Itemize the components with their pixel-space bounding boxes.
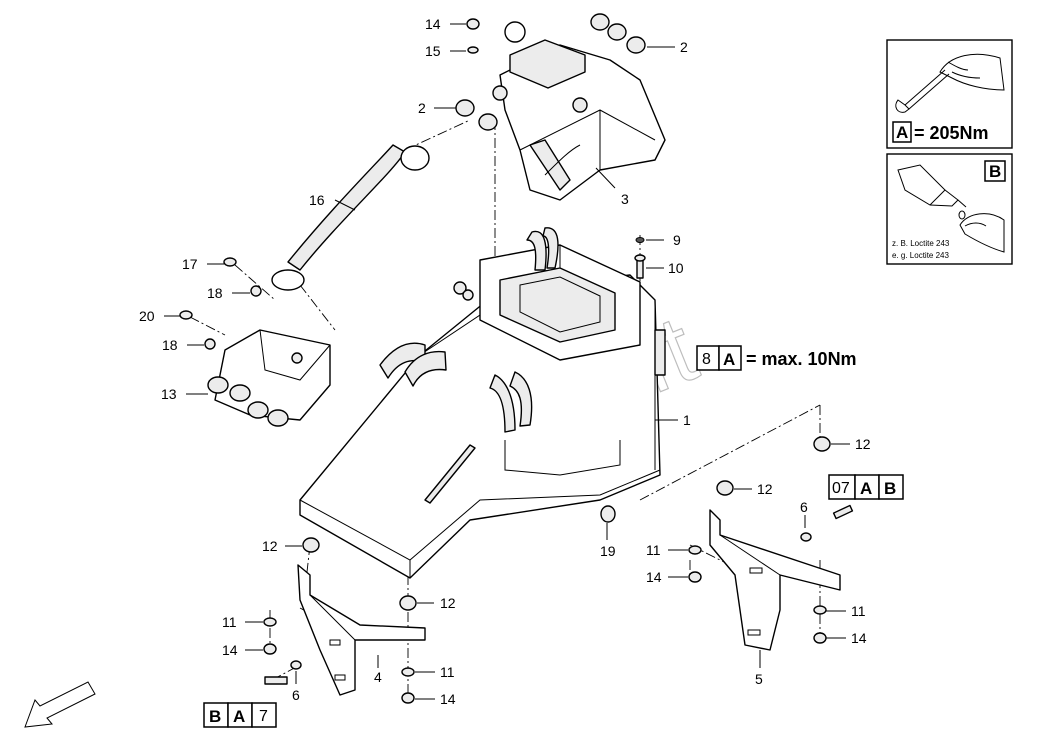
legend-panel-torque: A = 205Nm	[886, 39, 1013, 149]
svg-text:= max. 10Nm: = max. 10Nm	[746, 349, 857, 369]
callout-2: 2	[418, 100, 426, 116]
callout-14: 14	[222, 642, 238, 658]
legend-panel-threadlock: B z. B. Loctite 243 e. g. Loctite 243	[886, 153, 1013, 265]
svg-text:e. g. Loctite 243: e. g. Loctite 243	[892, 251, 949, 260]
direction-arrow-icon	[24, 681, 96, 728]
callout-11: 11	[646, 542, 661, 558]
svg-text:7: 7	[259, 708, 268, 725]
callout-6: 6	[292, 687, 300, 703]
svg-text:= 205Nm: = 205Nm	[914, 123, 989, 143]
callout-14: 14	[851, 630, 867, 646]
svg-text:8: 8	[702, 351, 711, 368]
callout-14: 14	[425, 16, 441, 32]
callout-15: 15	[425, 43, 441, 59]
pump-housing	[492, 21, 666, 201]
callout-17: 17	[182, 256, 198, 272]
top-nut-washer	[466, 18, 480, 54]
callout-12: 12	[262, 538, 278, 554]
svg-text:A: A	[723, 350, 735, 369]
svg-text:B: B	[884, 479, 896, 498]
leader-lines	[164, 23, 850, 700]
left-spacers	[263, 537, 417, 704]
callout-11: 11	[440, 664, 455, 680]
callout-2: 2	[680, 39, 688, 55]
ref-box-07: 07 A B	[828, 474, 904, 500]
callout-16: 16	[309, 192, 325, 208]
callout-18: 18	[207, 285, 223, 301]
svg-text:A: A	[860, 479, 872, 498]
grommets	[455, 13, 646, 131]
callout-11: 11	[851, 603, 866, 619]
svg-text:z. B. Loctite 243: z. B. Loctite 243	[892, 239, 950, 248]
right-bracket	[709, 509, 841, 651]
screw-9-10	[634, 237, 646, 279]
wrench-hand-icon	[895, 53, 1005, 113]
callout-6: 6	[800, 499, 808, 515]
torque-note-8: 8 A = max. 10Nm	[696, 345, 857, 371]
left-bracket	[297, 564, 426, 696]
callout-5: 5	[755, 671, 763, 687]
callout-9: 9	[673, 232, 681, 248]
callout-10: 10	[668, 260, 684, 276]
valve-manifold	[207, 329, 331, 427]
callout-1: 1	[683, 412, 691, 428]
callout-4: 4	[374, 669, 382, 685]
tank-body	[299, 227, 666, 579]
svg-text:07: 07	[832, 480, 850, 497]
callout-11: 11	[222, 614, 237, 630]
callout-14: 14	[646, 569, 662, 585]
callout-13: 13	[161, 386, 177, 402]
callout-3: 3	[621, 191, 629, 207]
callout-labels: 14 15 2 2 3 16 17 18 20 18 13 9 10 1 12 …	[139, 16, 871, 707]
svg-text:B: B	[989, 162, 1001, 181]
svg-text:A: A	[896, 123, 908, 142]
plug	[600, 505, 616, 523]
svg-text:B: B	[209, 707, 221, 726]
callout-14: 14	[440, 691, 456, 707]
callout-20: 20	[139, 308, 155, 324]
callout-18: 18	[162, 337, 178, 353]
small-fasteners-left	[179, 257, 262, 350]
glue-bottle-icon	[897, 164, 1005, 253]
ref-box-7: B A 7	[203, 702, 277, 728]
callout-12: 12	[757, 481, 773, 497]
callout-19: 19	[600, 543, 616, 559]
callout-12: 12	[440, 595, 456, 611]
callout-12: 12	[855, 436, 871, 452]
right-spacers	[688, 436, 854, 644]
hose	[271, 144, 430, 291]
svg-text:A: A	[233, 707, 245, 726]
